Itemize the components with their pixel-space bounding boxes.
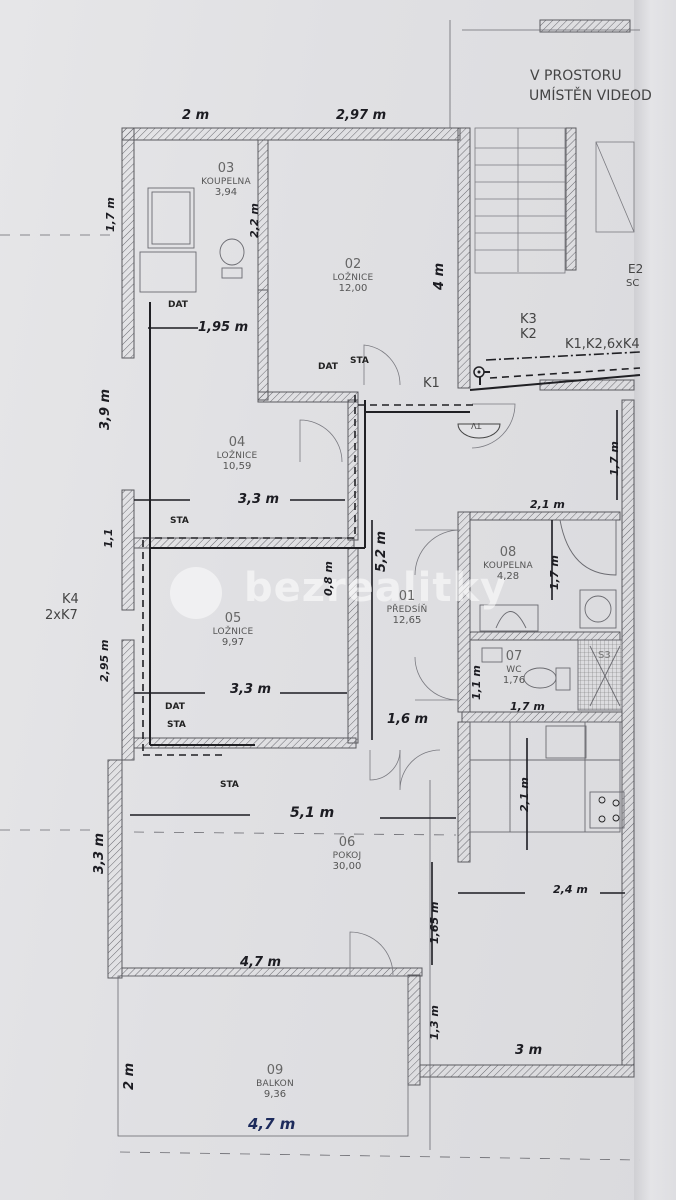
room-05-label: 05 LOŽNICE 9,97 xyxy=(212,611,254,649)
room-name: BALKON xyxy=(256,1078,294,1089)
room-01-label: 01 PŘEDSÍŇ 12,65 xyxy=(386,589,428,627)
room-name: LOŽNICE xyxy=(212,626,254,637)
room-area: 30,00 xyxy=(332,861,362,873)
room-number: 05 xyxy=(224,611,242,626)
room-number: 02 xyxy=(344,257,362,272)
watermark-pin-icon xyxy=(170,567,222,619)
socket-sta-05: STA xyxy=(167,720,186,730)
doors xyxy=(267,185,516,976)
kitchen-fixtures xyxy=(469,721,625,833)
wiring-label-k7: 2xK7 xyxy=(45,608,78,623)
dim-living-height: 3,3 m xyxy=(92,832,107,874)
dim-balcony-width: 4,7 m xyxy=(248,1115,296,1133)
socket-sta-06: STA xyxy=(220,780,239,790)
room-area: 12,65 xyxy=(392,615,422,627)
room-name: WC xyxy=(506,664,522,675)
room-number: 01 xyxy=(398,589,416,604)
side-note-1: E2 xyxy=(628,262,644,276)
dim-bedroom05-width: 3,3 m xyxy=(230,682,272,697)
dim-left-mid: 3,9 m xyxy=(98,388,113,430)
room-name: PŘEDSÍŇ xyxy=(386,604,428,615)
room-name: LOŽNICE xyxy=(216,450,258,461)
room-number: 07 xyxy=(505,649,523,664)
dim-hall-width: 1,6 m xyxy=(387,712,429,727)
socket-sta-04: STA xyxy=(170,516,189,526)
room-area: 10,59 xyxy=(222,461,252,473)
room-number: 04 xyxy=(228,435,246,450)
note-line-1: V PROSTORU xyxy=(530,68,622,84)
dim-kitchen-bottom: 3 m xyxy=(515,1043,543,1058)
dim-kitchen-height: 2,1 m xyxy=(518,777,531,812)
dim-left-lower: 2,95 m xyxy=(98,639,111,682)
room-area: 3,94 xyxy=(214,187,238,199)
watermark-text: bezrealitky xyxy=(244,565,508,611)
dim-right-top: 1,7 m xyxy=(608,441,621,476)
room-area: 12,00 xyxy=(338,283,368,295)
staircase xyxy=(474,127,635,274)
room-03-label: 03 KOUPELNA 3,94 xyxy=(201,161,251,199)
dim-living-width: 5,1 m xyxy=(290,805,335,821)
socket-dat-05: DAT xyxy=(165,702,185,712)
label-s3: S3 xyxy=(598,650,611,661)
dim-bedroom04-width: 3,3 m xyxy=(238,492,280,507)
dim-kitchen-width: 2,4 m xyxy=(553,883,588,896)
room-area: 1,76 xyxy=(502,675,526,687)
dim-living-mid: 1,65 m xyxy=(428,901,441,944)
room-number: 09 xyxy=(266,1063,284,1078)
wiring-label-k1k2k4: K1,K2,6xK4 xyxy=(565,337,640,352)
dim-left-small: 1,1 xyxy=(102,528,115,549)
dim-living-bottom: 4,7 m xyxy=(240,955,282,970)
socket-dat-02: DAT xyxy=(318,362,338,372)
dim-hall-length: 5,2 m xyxy=(374,530,389,572)
dimension-lines xyxy=(130,327,625,965)
room-07-label: 07 WC 1,76 xyxy=(502,649,526,687)
side-note-2: SC xyxy=(626,278,640,289)
dim-bedroom05-short: 0,8 m xyxy=(322,561,335,596)
room-09-label: 09 BALKON 9,36 xyxy=(256,1063,294,1101)
room-name: POKOJ xyxy=(332,850,362,861)
dim-bedroom04-upper: 1,95 m xyxy=(198,320,249,335)
dim-bath08-width: 2,1 m xyxy=(530,498,565,511)
wiring-label-k3: K3 xyxy=(520,312,537,327)
wiring-label-k2: K2 xyxy=(520,327,537,342)
wiring-label-k4: K4 xyxy=(62,592,79,607)
tv-label: TV xyxy=(471,421,482,430)
dim-top-bedroom: 2,97 m xyxy=(336,108,387,123)
socket-dat-04: DAT xyxy=(168,300,188,310)
dim-bath08-height: 1,7 m xyxy=(548,555,561,590)
room-area: 9,97 xyxy=(221,637,245,649)
wiring xyxy=(149,302,641,746)
dim-left-top: 1,7 m xyxy=(104,197,117,232)
wiring-label-k1: K1 xyxy=(423,376,440,391)
room-04-label: 04 LOŽNICE 10,59 xyxy=(216,435,258,473)
room-number: 06 xyxy=(338,835,356,850)
socket-sta-02: STA xyxy=(350,356,369,366)
walls xyxy=(107,19,635,1086)
dim-bath03-height: 2,2 m xyxy=(248,203,261,238)
room-08-label: 08 KOUPELNA 4,28 xyxy=(483,545,533,583)
dim-bedroom02-height: 4 m xyxy=(432,262,447,290)
dim-balcony-height: 2 m xyxy=(122,1062,137,1090)
room-name: LOŽNICE xyxy=(332,272,374,283)
note-line-2: UMÍSTĚN VIDEOD xyxy=(529,88,652,104)
dim-wc-height: 1,1 m xyxy=(470,665,483,700)
room-number: 03 xyxy=(217,161,235,176)
room-number: 08 xyxy=(499,545,517,560)
room-name: KOUPELNA xyxy=(483,560,533,571)
paper-fold-edge xyxy=(634,0,676,1200)
room-name: KOUPELNA xyxy=(201,176,251,187)
dim-step: 1,3 m xyxy=(428,1005,441,1040)
dim-top-left: 2 m xyxy=(182,108,210,123)
room-06-label: 06 POKOJ 30,00 xyxy=(332,835,362,873)
dim-wc-width: 1,7 m xyxy=(510,700,545,713)
room-area: 9,36 xyxy=(263,1089,287,1101)
room-02-label: 02 LOŽNICE 12,00 xyxy=(332,257,374,295)
room-area: 4,28 xyxy=(496,571,520,583)
tv-outlet-icon xyxy=(457,423,501,439)
